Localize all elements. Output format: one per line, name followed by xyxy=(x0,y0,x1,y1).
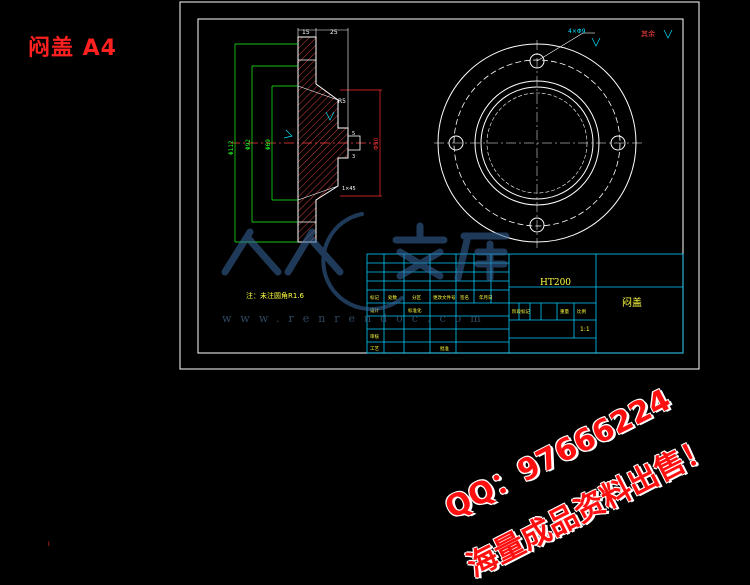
drawing-title: 闷盖 A4 xyxy=(28,36,117,61)
tb-label-change: 更改文件号 xyxy=(433,294,456,301)
tb-label-approve: 批准 xyxy=(440,345,449,352)
tb-label-sign: 签名 xyxy=(460,294,469,301)
tb-label-check: 审核 xyxy=(370,333,379,340)
outer-frame xyxy=(179,1,700,370)
tb-label-process: 工艺 xyxy=(370,346,379,352)
dim-top-right: 25 xyxy=(330,29,338,36)
tb-label-zone: 分区 xyxy=(412,294,421,301)
dim-holes: 4×Φ9 xyxy=(568,28,586,35)
tb-label-std: 标准化 xyxy=(408,307,422,314)
watermark-site: www.renrendoc.com xyxy=(222,312,490,325)
corner-mark: Ⅰ xyxy=(48,541,50,548)
dim-small-a: 5 xyxy=(352,131,355,137)
roughness-note-symbol xyxy=(663,29,673,39)
tb-part-name: 闷盖 xyxy=(622,296,642,309)
cad-drawing: Φ112 Φ92 Φ69 Φ50 15 25 R5 5 3 1×45 xyxy=(179,1,700,370)
tb-label-count: 处数 xyxy=(388,294,397,301)
dim-dia-2: Φ92 xyxy=(245,139,252,150)
dim-dia-outer: Φ112 xyxy=(228,140,235,155)
watermark-logo xyxy=(221,212,510,312)
drawing-note: 注：未注圆角R1.6 xyxy=(246,291,305,300)
roughness-note: 其余 xyxy=(641,29,655,38)
front-view xyxy=(434,32,642,248)
tb-material: HT200 xyxy=(540,278,571,288)
dim-top-left: 15 xyxy=(302,29,310,36)
dim-radius: R5 xyxy=(338,98,346,105)
tb-scale: 1:1 xyxy=(580,326,590,333)
dim-dia-bore: Φ50 xyxy=(373,137,380,150)
dim-dia-3: Φ69 xyxy=(265,139,272,150)
tb-label-date: 年月日 xyxy=(479,294,493,301)
tb-label-scale: 比例 xyxy=(577,308,586,315)
roughness-symbol xyxy=(591,37,601,47)
tb-label-weight: 重量 xyxy=(560,308,569,315)
dim-chamfer: 1×45 xyxy=(342,186,356,192)
section-view: Φ112 Φ92 Φ69 Φ50 15 25 R5 5 3 1×45 xyxy=(228,28,382,243)
tb-label-mark: 标记 xyxy=(370,294,379,301)
tb-label-stage: 阶段标记 xyxy=(512,308,530,315)
dim-small-b: 3 xyxy=(352,154,355,160)
